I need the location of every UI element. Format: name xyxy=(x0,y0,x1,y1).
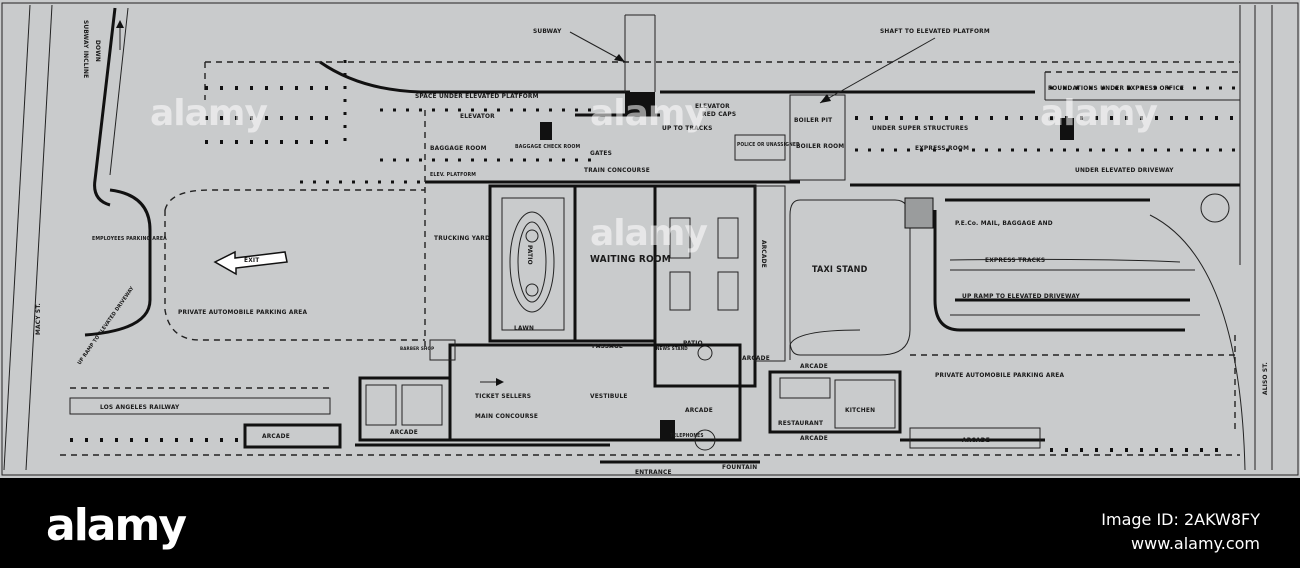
label-boiler-room: BOILER ROOM xyxy=(796,142,844,150)
label-arcade-center: ARCADE xyxy=(685,406,713,414)
label-arcade-news: ARCADE xyxy=(742,354,770,362)
label-arcade-right: ARCADE xyxy=(800,362,828,370)
label-telephones: TELEPHONES xyxy=(670,433,704,439)
label-kitchen: KITCHEN xyxy=(845,406,875,414)
watermark-3: alamy xyxy=(1040,93,1157,134)
label-los-angeles-railway: LOS ANGELES RAILWAY xyxy=(100,403,180,411)
label-red-caps: RED CAPS xyxy=(702,110,736,118)
label-aliso-st: ALISO ST. xyxy=(1261,362,1269,395)
label-elev-platform: ELEV. PLATFORM xyxy=(430,172,476,178)
floor-plan-image: SUBWAY SHAFT TO ELEVATED PLATFORM SUBWAY… xyxy=(0,0,1300,478)
label-gates: GATES xyxy=(590,149,612,157)
label-waiting-room: WAITING ROOM xyxy=(590,254,671,265)
label-arcade-bl1: ARCADE xyxy=(262,432,290,440)
direction-arrows xyxy=(116,20,936,386)
label-subway: SUBWAY xyxy=(533,27,562,35)
label-arcade-rest: ARCADE xyxy=(800,434,828,442)
station-building xyxy=(358,184,902,451)
trucking-yard-boundary xyxy=(164,110,426,350)
label-private-parking-right: PRIVATE AUTOMOBILE PARKING AREA xyxy=(935,371,1064,379)
label-barber-shop: BARBER SHOP xyxy=(400,346,434,352)
label-news-stand: NEWS STAND xyxy=(656,346,688,352)
elevated-platform-area xyxy=(204,60,1240,101)
label-baggage-check: BAGGAGE CHECK ROOM xyxy=(515,144,581,150)
watermark-2: alamy xyxy=(590,93,707,134)
label-passage: PASSAGE xyxy=(592,342,623,350)
plan-frame xyxy=(1,2,1299,476)
label-police: POLICE OR UNASSIGNED xyxy=(737,142,800,148)
label-entrance: ENTRANCE xyxy=(635,468,672,476)
label-macy-st: MACY ST. xyxy=(34,303,42,335)
bottom-arcades xyxy=(60,387,1240,464)
label-up-ramp: UP RAMP TO ELEVATED DRIVEWAY xyxy=(962,292,1080,300)
label-patio-left: PATIO xyxy=(526,245,534,265)
label-ticket-sellers: TICKET SELLERS xyxy=(475,392,531,400)
label-arcade-br: ARCADE xyxy=(962,436,990,444)
taxi-stand-block xyxy=(789,193,1230,356)
alamy-logo: alamy xyxy=(46,500,187,551)
footer-meta: Image ID: 2AKW8FY www.alamy.com xyxy=(1101,508,1260,556)
image-id: Image ID: 2AKW8FY xyxy=(1101,510,1260,529)
label-employees-parking: EMPLOYEES PARKING AREA xyxy=(92,236,167,242)
label-up-to-tracks: UP TO TRACKS xyxy=(662,124,713,132)
label-pe-mail: P.E.Co. MAIL, BAGGAGE AND xyxy=(955,219,1053,227)
label-restaurant: RESTAURANT xyxy=(778,419,823,427)
label-elevator-left: ELEVATOR xyxy=(460,112,495,120)
label-under-super: UNDER SUPER STRUCTURES xyxy=(872,124,968,132)
label-express-room: EXPRESS ROOM xyxy=(915,144,969,152)
label-patio-center: PATIO xyxy=(683,339,703,347)
label-taxi-stand: TAXI STAND xyxy=(812,265,868,275)
label-train-concourse: TRAIN CONCOURSE xyxy=(584,166,650,174)
label-vestibule: VESTIBULE xyxy=(590,392,628,400)
label-lawn: LAWN xyxy=(514,324,534,332)
label-boiler-pit: BOILER PIT xyxy=(794,116,832,124)
label-arcade-vertical: ARCADE xyxy=(760,240,768,268)
label-exit: EXIT xyxy=(244,256,259,264)
floor-plan-svg: SUBWAY SHAFT TO ELEVATED PLATFORM SUBWAY… xyxy=(1,2,1299,476)
label-elevator-right: ELEVATOR xyxy=(695,102,730,110)
watermark-1: alamy xyxy=(150,93,267,134)
label-trucking-yard: TRUCKING YARD xyxy=(434,234,490,242)
label-main-concourse: MAIN CONCOURSE xyxy=(475,412,538,420)
label-arcade-bl2: ARCADE xyxy=(390,428,418,436)
watermark-4: alamy xyxy=(590,213,707,254)
label-private-parking-left: PRIVATE AUTOMOBILE PARKING AREA xyxy=(178,308,307,316)
watermarks: alamy alamy alamy alamy xyxy=(150,93,1158,254)
macy-street-lines xyxy=(3,4,152,471)
right-parking-boundary xyxy=(789,329,1236,430)
label-fountain: FOUNTAIN xyxy=(722,463,757,471)
aliso-street-lines xyxy=(1149,5,1273,471)
site-url: www.alamy.com xyxy=(1131,534,1260,553)
label-foundations: FOUNDATIONS UNDER EXPRESS OFFICE xyxy=(1048,84,1184,92)
label-shaft: SHAFT TO ELEVATED PLATFORM xyxy=(880,27,990,35)
label-under-elevated-driveway: UNDER ELEVATED DRIVEWAY xyxy=(1075,166,1174,174)
column-grid-left xyxy=(205,60,800,184)
stock-footer: alamy Image ID: 2AKW8FY www.alamy.com xyxy=(0,478,1300,568)
subway-tube xyxy=(624,14,656,114)
column-grid-right xyxy=(850,86,1240,187)
label-space-under: SPACE UNDER ELEVATED PLATFORM xyxy=(415,92,539,100)
label-baggage-room: BAGGAGE ROOM xyxy=(430,144,487,152)
label-down: DOWN xyxy=(94,40,102,62)
upper-block xyxy=(425,94,846,184)
label-subway-incline: SUBWAY INCLINE xyxy=(82,20,90,78)
label-express-tracks: EXPRESS TRACKS xyxy=(985,256,1045,264)
